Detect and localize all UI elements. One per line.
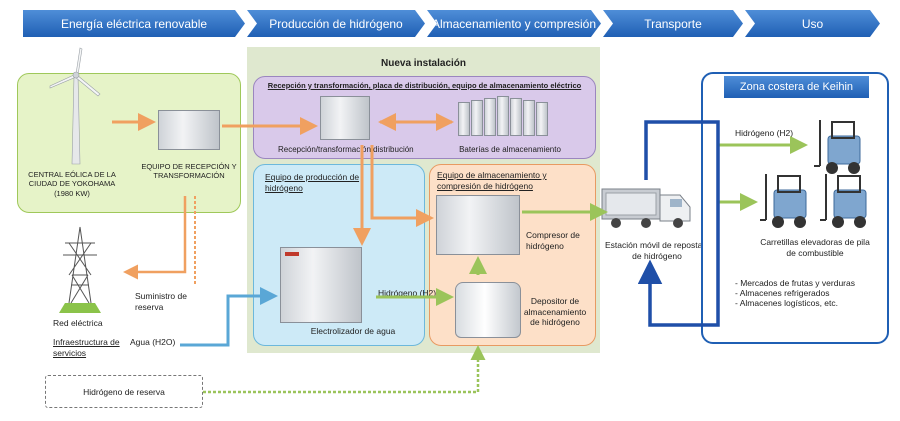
stage-label: Uso: [801, 16, 824, 31]
wind-capacity: (1980 KW): [54, 189, 90, 198]
stage-label: Almacenamiento y compresión: [431, 16, 597, 31]
transformer-equipment-icon: [158, 110, 220, 150]
forklift-icon: [760, 174, 807, 228]
stage-storage: Almacenamiento y compresión: [427, 10, 601, 37]
compressor-label: Compresor de hidrógeno: [526, 230, 580, 251]
new-installation-title: Nueva instalación: [380, 58, 467, 69]
place-item: - Mercados de frutas y verduras: [735, 278, 855, 288]
stage-label: Producción de hidrógeno: [269, 16, 403, 31]
batteries-label: Baterías de almacenamiento: [459, 145, 561, 154]
tank-label: Depositor de almacenamiento de hidrógeno: [523, 296, 587, 328]
compressor-icon: [436, 195, 520, 255]
stage-renewable: Energía eléctrica renovable: [23, 10, 245, 37]
backup-hydrogen-label: Hidrógeno de reserva: [83, 387, 165, 397]
zone-title: Zona costera de Keihin: [724, 76, 869, 98]
station-label: Estación móvil de repostaje de hidrógeno: [605, 240, 709, 261]
electrolyzer-label: Electrolizador de agua: [310, 326, 396, 336]
reception-equipment-label: EQUIPO DE RECEPCIÓN Y TRANSFORMACIÓN: [141, 162, 237, 181]
stage-production: Producción de hidrógeno: [247, 10, 425, 37]
stage-use: Uso: [745, 10, 880, 37]
forklift-icon: [814, 120, 861, 174]
backup-hydrogen-box: [45, 375, 203, 408]
water-label: Agua (H2O): [130, 337, 176, 347]
brand-stripe-icon: [285, 252, 299, 256]
production-title: Equipo de producción de hidrógeno: [265, 172, 360, 193]
place-item: - Almacenes logísticos, etc.: [735, 298, 838, 308]
electrolyzer-icon: [280, 247, 362, 323]
reception-panel-title: Recepción y transformación, placa de dis…: [267, 81, 582, 90]
power-tower-icon: [59, 226, 101, 313]
infrastructure-label: Infraestructura de servicios: [53, 337, 120, 358]
use-h2-label: Hidrógeno (H2): [735, 128, 794, 138]
forklift-label: Carretillas elevadoras de pila de combus…: [760, 237, 870, 258]
forklift-icon: [820, 174, 867, 228]
grid-label: Red eléctrica: [53, 318, 103, 328]
reception-cabinet-icon: [320, 96, 370, 140]
stage-transport: Transporte: [603, 10, 743, 37]
backup-supply-label: Suministro de reserva: [135, 291, 187, 312]
stage-label: Energía eléctrica renovable: [60, 16, 208, 31]
place-item: - Almacenes refrigerados: [735, 288, 830, 298]
h2-flow-label: Hidrógeno (H2): [378, 288, 437, 298]
wind-plant-label: CENTRAL EÓLICA DE LA CIUDAD DE YOKOHAMA: [28, 170, 116, 189]
tank-icon: [455, 282, 521, 338]
stage-label: Transporte: [644, 16, 702, 31]
wind-turbine-icon: [49, 47, 101, 165]
storage-title: Equipo de almacenamiento y compresión de…: [437, 170, 547, 191]
batteries-icon: [458, 96, 550, 138]
reception-label: Recepción/transformación/distribución: [278, 145, 414, 154]
